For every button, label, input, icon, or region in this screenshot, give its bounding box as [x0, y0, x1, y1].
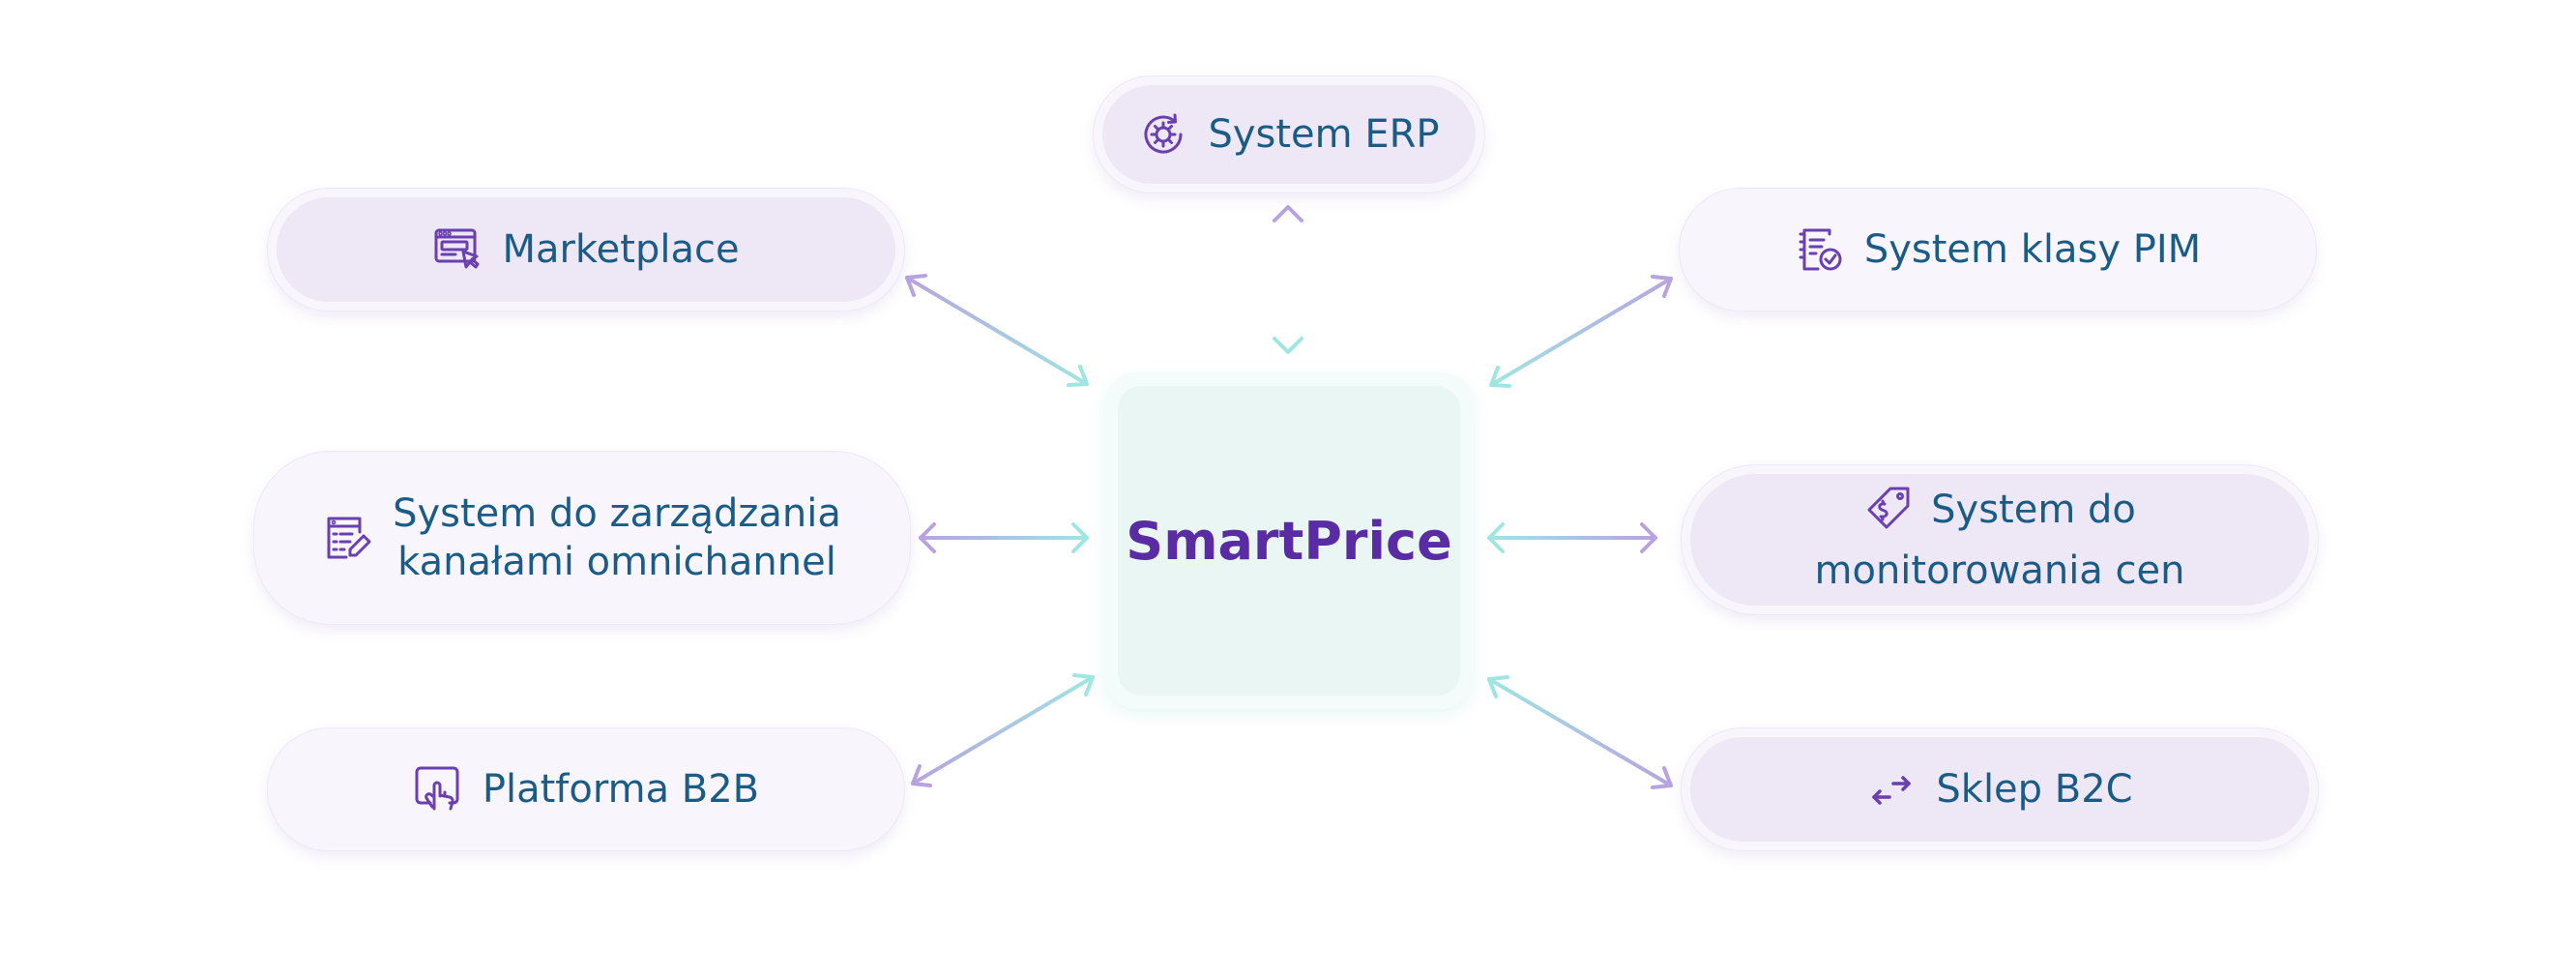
- node-monitoring: System do monitorowania cen: [1681, 464, 2319, 615]
- node-pim-label: System klasy PIM: [1863, 227, 2202, 272]
- node-marketplace: Marketplace: [267, 188, 905, 311]
- list-edit-icon: [323, 513, 373, 563]
- node-marketplace-label: Marketplace: [502, 227, 740, 272]
- center-node-label: SmartPrice: [1126, 510, 1452, 572]
- price-tag-icon: [1863, 485, 1914, 535]
- arrow-omnichannel: [919, 522, 1089, 553]
- node-erp: System ERP: [1093, 75, 1485, 193]
- arrow-b2b: [911, 673, 1095, 787]
- storefront-window-icon: [432, 224, 483, 275]
- node-monitoring-label: System do monitorowania cen: [1815, 485, 2184, 595]
- touch-screen-icon: [413, 764, 463, 815]
- node-omnichannel: System do zarządzania kanałami omnichann…: [253, 451, 911, 625]
- node-b2b: Platforma B2B: [267, 727, 905, 851]
- center-node: SmartPrice: [1104, 372, 1474, 709]
- arrow-b2c: [1487, 675, 1673, 789]
- node-omnichannel-label: System do zarządzania kanałami omnichann…: [393, 491, 841, 584]
- arrow-erp: [1273, 205, 1303, 354]
- exchange-arrows-icon: [1866, 764, 1917, 815]
- arrow-pim: [1489, 275, 1673, 388]
- gear-cycle-icon: [1138, 109, 1188, 160]
- node-b2b-label: Platforma B2B: [482, 767, 760, 812]
- node-b2c-label: Sklep B2C: [1936, 767, 2133, 812]
- arrow-marketplace: [905, 274, 1089, 387]
- arrow-monitoring: [1487, 522, 1657, 553]
- document-check-icon: [1795, 224, 1845, 275]
- node-pim: System klasy PIM: [1679, 188, 2317, 311]
- node-b2c: Sklep B2C: [1681, 727, 2319, 851]
- node-erp-label: System ERP: [1208, 112, 1440, 157]
